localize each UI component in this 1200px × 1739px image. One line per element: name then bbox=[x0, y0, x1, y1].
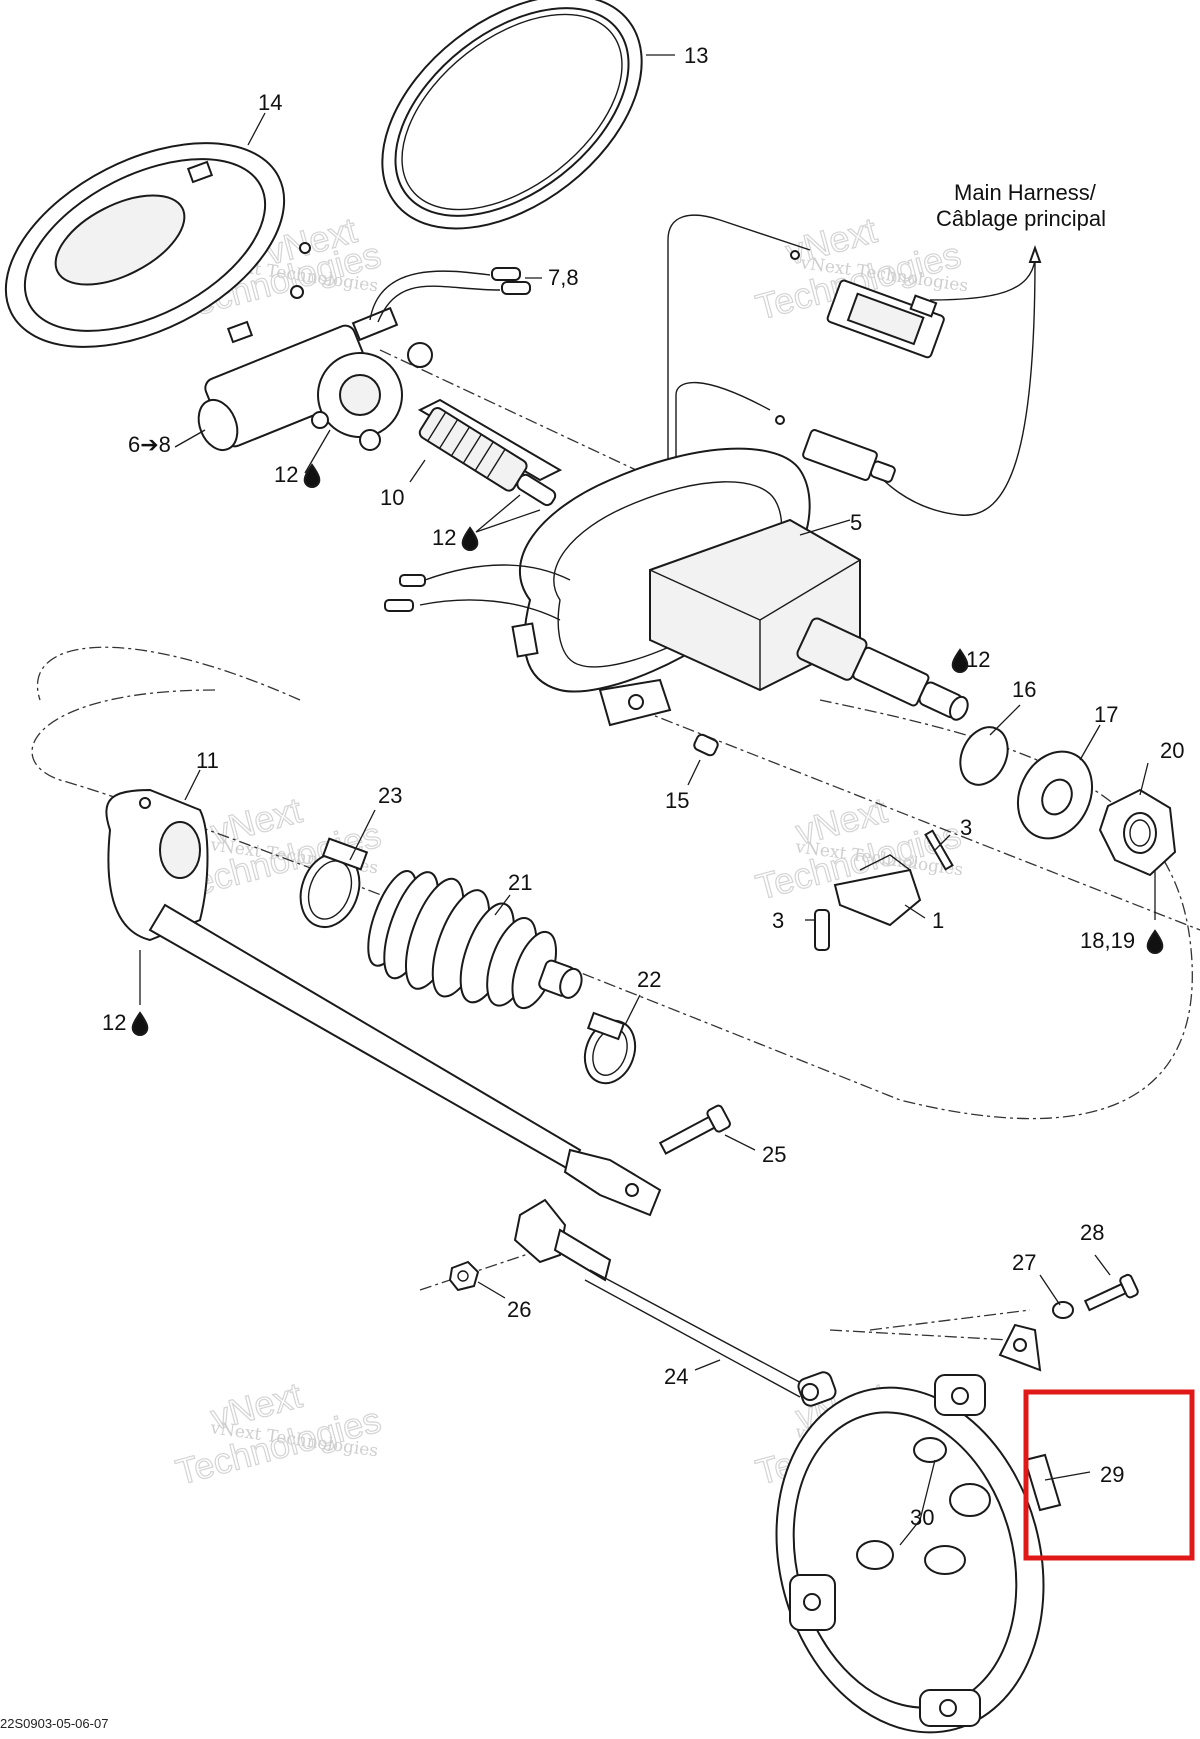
oil-drop-icon bbox=[951, 648, 969, 673]
callout-12-a: 12 bbox=[274, 462, 298, 487]
oil-drop-icon bbox=[131, 1011, 149, 1036]
callout-23: 23 bbox=[378, 783, 402, 808]
callout-30: 30 bbox=[910, 1505, 934, 1530]
screw-28 bbox=[1083, 1273, 1139, 1312]
callout-15: 15 bbox=[665, 788, 689, 813]
callout-18-19: 18,19 bbox=[1080, 928, 1135, 953]
callout-29: 29 bbox=[1100, 1462, 1124, 1487]
callout-16: 16 bbox=[1012, 677, 1036, 702]
assembly-line bbox=[869, 1309, 1031, 1331]
callout-25: 25 bbox=[762, 1142, 786, 1167]
sensor-wires bbox=[384, 564, 571, 621]
hex-nut-20 bbox=[1098, 788, 1177, 877]
callout-7-8: 7,8 bbox=[548, 265, 579, 290]
callout-22: 22 bbox=[637, 967, 661, 992]
bracket-1 bbox=[814, 829, 954, 951]
main-harness-label: Main Harness/ Câblage principal bbox=[936, 180, 1106, 231]
bolt-25 bbox=[658, 1104, 731, 1155]
callout-1: 1 bbox=[932, 908, 944, 933]
nut-15 bbox=[693, 733, 719, 757]
bellows-21 bbox=[367, 869, 583, 1010]
callout-21: 21 bbox=[508, 870, 532, 895]
motor-wires bbox=[290, 242, 531, 323]
worm-gear-10 bbox=[417, 398, 563, 507]
assembly-line bbox=[36, 646, 301, 701]
oil-drop-icon bbox=[461, 526, 479, 551]
gasket-ring-13 bbox=[381, 0, 643, 230]
callout-27: 27 bbox=[1012, 1250, 1036, 1275]
motor-assembly bbox=[197, 306, 433, 452]
callout-6-8: 6➔8 bbox=[128, 432, 171, 457]
main-harness-line1: Main Harness/ bbox=[954, 180, 1097, 205]
harness-wires bbox=[667, 214, 1042, 540]
main-harness-line2: Câblage principal bbox=[936, 206, 1106, 231]
cover-14 bbox=[4, 142, 286, 348]
oil-drop-icon bbox=[303, 463, 321, 488]
callout-10: 10 bbox=[380, 485, 404, 510]
callout-17: 17 bbox=[1094, 702, 1118, 727]
mount-ring-29 bbox=[775, 1323, 1062, 1734]
pivot-rod-11 bbox=[105, 788, 662, 1217]
callout-24: 24 bbox=[664, 1364, 688, 1389]
callout-12-d: 12 bbox=[102, 1010, 126, 1035]
callout-13: 13 bbox=[684, 43, 708, 68]
clamp-23 bbox=[299, 837, 369, 928]
assembly-line bbox=[639, 709, 1200, 931]
oil-drop-icon bbox=[1146, 929, 1164, 954]
washer-27 bbox=[1052, 1301, 1074, 1319]
callout-28: 28 bbox=[1080, 1220, 1104, 1245]
callout-11: 11 bbox=[196, 748, 219, 773]
highlight-box-29 bbox=[1023, 1389, 1195, 1561]
leader-lines bbox=[139, 54, 1156, 1546]
housing-5 bbox=[511, 447, 969, 727]
nut-26 bbox=[448, 1260, 480, 1292]
arrow-icon bbox=[1028, 245, 1042, 263]
assembly-line bbox=[829, 1329, 1011, 1341]
washer-17 bbox=[1017, 750, 1093, 840]
callout-12-c: 12 bbox=[966, 647, 990, 672]
callout-26: 26 bbox=[507, 1297, 531, 1322]
o-ring-16 bbox=[959, 726, 1009, 786]
link-rod-24 bbox=[513, 1198, 837, 1407]
callout-3-b: 3 bbox=[772, 908, 784, 933]
callout-20: 20 bbox=[1160, 738, 1184, 763]
clamp-22 bbox=[583, 1011, 637, 1085]
drawing-code: 22S0903-05-06-07 bbox=[0, 1716, 108, 1731]
callout-14: 14 bbox=[258, 90, 282, 115]
callout-labels: 13 14 7,8 6➔8 12 10 12 5 12 16 17 20 15 … bbox=[102, 43, 1184, 1530]
assembly-line bbox=[419, 1249, 541, 1291]
callout-12-b: 12 bbox=[432, 525, 456, 550]
callout-5: 5 bbox=[850, 510, 862, 535]
callout-3-a: 3 bbox=[960, 815, 972, 840]
lubricant-icons bbox=[131, 463, 1164, 1036]
